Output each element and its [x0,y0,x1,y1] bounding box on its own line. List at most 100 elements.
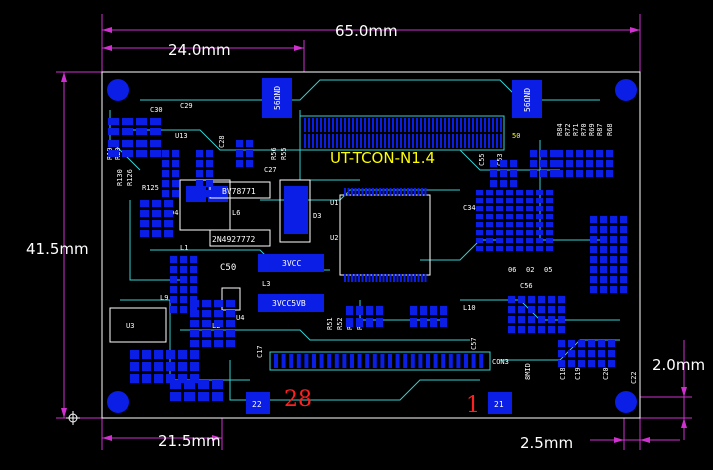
bottom-connector-pin [365,354,370,368]
smd-pad [620,236,627,243]
bottom-connector-pin [357,354,362,368]
smd-pad [172,180,179,187]
top-connector-pin [392,134,394,148]
smd-pad [136,128,147,135]
smd-pad [526,246,533,251]
ic-pin [393,274,395,282]
smd-pad [586,170,593,177]
smd-pad [476,230,483,235]
ic-u2-label: U2 [330,234,338,242]
dim-right-vertical: 2.0mm [652,356,705,374]
ic-pin [389,188,392,196]
smd-pad [180,276,187,283]
smd-pad [510,160,517,167]
smd-pad [184,380,195,389]
smd-pad [226,310,235,317]
inductor-l1-label: L1 [180,244,188,252]
smd-pad [508,296,515,303]
smd-pad [130,374,139,383]
smd-pad [420,306,427,315]
top-connector-pin [328,134,330,148]
smd-pad [476,246,483,251]
smd-pad [548,306,555,313]
smd-pad [178,374,187,383]
smd-pad [142,350,151,359]
smd-pad [190,350,199,359]
smd-pad [590,256,597,263]
ic-pin [389,274,392,282]
smd-pad [162,190,169,197]
smd-pad [170,296,177,303]
smd-pad [172,170,179,177]
smd-pad [576,170,583,177]
smd-pad [590,276,597,283]
smd-pad [226,340,235,347]
top-connector-pin [444,134,446,148]
ic-pin [358,274,360,282]
bottom-connector-pin [395,354,400,368]
smd-pad [142,374,151,383]
bottom-connector-pin [350,354,354,368]
smd-pad [236,160,243,167]
smd-pad [420,318,427,327]
smd-pad [558,316,565,323]
smd-pad [608,350,615,357]
smd-pad [122,150,133,157]
diode-d3-pad [284,186,308,234]
ic-u3-outline [109,307,167,343]
top-connector-pin [460,134,462,148]
smd-pad [164,200,173,207]
top-chip-left-label: 56ΩND [273,86,282,110]
smd-pad [214,320,223,327]
smd-pad [108,128,119,135]
smd-pad [516,206,523,211]
smd-pad [130,362,139,371]
smd-pad [508,306,515,313]
smd-pad [226,330,235,337]
top-connector-pin [500,118,502,132]
smd-pad [190,362,199,371]
smd-pad [496,222,503,227]
smd-pad [140,200,149,207]
smd-pad [108,150,119,157]
smd-pad [198,380,209,389]
smd-pad [538,296,545,303]
bottom-connector-pin [342,354,347,368]
smd-pad [108,118,119,125]
smd-pad [608,360,615,367]
smd-pad [540,150,547,157]
board-outline [101,71,641,419]
smd-pad [214,330,223,337]
ic-pin [379,188,381,196]
dim-bottom-left: 21.5mm [158,432,221,450]
smd-pad [526,206,533,211]
top-connector-pin [464,118,466,132]
top-connector-pin [352,134,354,148]
smd-pad [598,340,605,347]
top-chip-right-label: 56ΩND [523,88,532,112]
ic-pin [400,188,402,196]
smd-pad [610,236,617,243]
smd-pad [558,326,565,333]
smd-pad [516,238,523,243]
top-connector-pin [320,118,322,132]
res-r72-label: R72 [564,123,572,136]
smd-pad [162,180,169,187]
res-r130-label: R130 [116,169,124,186]
smd-pad [430,306,437,315]
inductor-l10-label: L10 [463,304,476,312]
smd-pad [610,286,617,293]
smd-pad [566,160,573,167]
top-connector-pin [464,134,466,148]
cap-c17-label: C17 [256,345,264,358]
smd-pad [578,340,585,347]
res-r52-label: R52 [336,317,344,330]
smd-pad [508,326,515,333]
smd-pad [150,140,161,147]
smd-pad [586,160,593,167]
smd-pad [162,170,169,177]
top-connector-pin [468,134,470,148]
smd-pad [376,318,383,327]
smd-pad [516,230,523,235]
bottom-connector-pin [281,354,286,368]
